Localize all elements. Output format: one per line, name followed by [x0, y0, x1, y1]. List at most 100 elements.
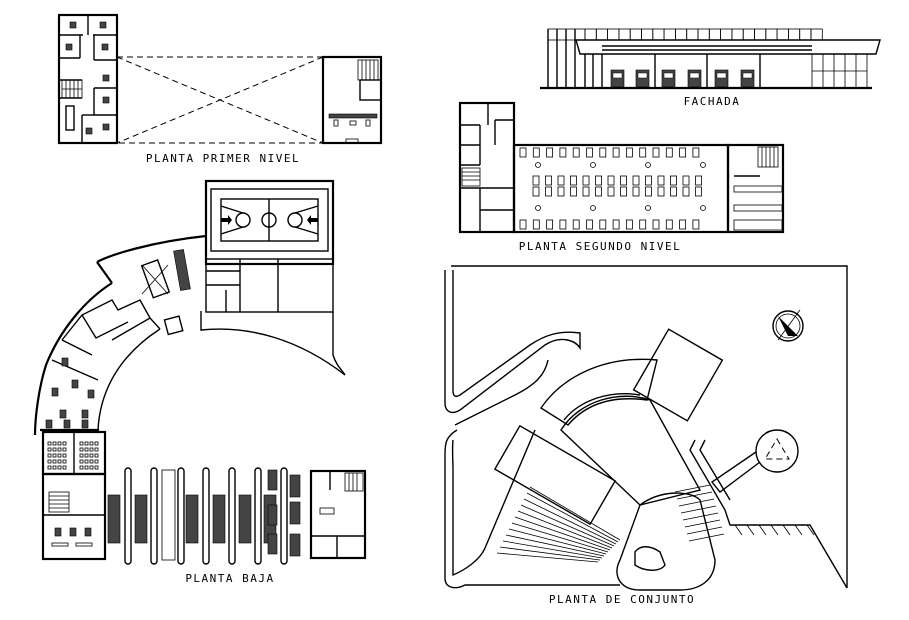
conference-table	[65, 105, 75, 131]
parapet-fin	[776, 28, 789, 41]
bed	[679, 219, 686, 230]
dormitory-block	[493, 424, 617, 526]
bed	[612, 219, 620, 230]
bay-divider	[177, 467, 185, 565]
plan-primer-nivel: PLANTA PRIMER NIVEL	[57, 13, 383, 165]
step-line	[684, 519, 721, 528]
step-line	[678, 498, 715, 507]
dining-table	[54, 527, 62, 537]
bed	[582, 175, 590, 186]
seat	[47, 453, 52, 458]
seat	[47, 441, 52, 446]
seat	[89, 441, 94, 446]
dining-table	[51, 387, 59, 397]
bed	[582, 186, 590, 197]
dining-table	[87, 389, 95, 399]
step-line	[734, 524, 743, 536]
fire-truck-icon	[687, 69, 702, 88]
site-boundary	[451, 265, 848, 588]
step-line	[674, 484, 711, 493]
bed	[599, 219, 607, 230]
fire-truck-icon	[714, 69, 729, 88]
bed	[595, 186, 602, 197]
lockers	[733, 204, 783, 212]
step-line	[496, 552, 599, 563]
desk	[69, 21, 77, 29]
fire-truck-icon	[740, 69, 755, 88]
parapet-fin	[629, 28, 642, 41]
parapet-fin	[708, 28, 721, 41]
bed	[632, 186, 640, 197]
north-arrow-icon	[772, 309, 804, 342]
dining-table	[84, 527, 92, 537]
column	[700, 162, 706, 168]
column	[535, 205, 541, 211]
bed	[586, 219, 593, 230]
dining-table	[81, 419, 89, 429]
basketball-court-icon	[220, 198, 319, 242]
bed	[572, 219, 580, 230]
parapet-fin	[754, 28, 767, 41]
seat	[94, 447, 99, 452]
gymnasium	[204, 179, 335, 266]
desk	[102, 74, 110, 82]
annex-building	[309, 469, 367, 560]
bed	[586, 147, 593, 158]
fire-truck-icon	[173, 249, 191, 291]
fire-truck-icon	[212, 494, 226, 544]
fire-truck-icon	[185, 494, 199, 544]
step-line	[508, 528, 607, 555]
bed	[620, 175, 627, 186]
bed	[632, 175, 640, 186]
seat	[62, 447, 67, 452]
parapet-fin	[765, 28, 778, 41]
plan-segundo-nivel: PLANTA SEGUNDO NIVEL	[458, 101, 785, 253]
seat	[47, 459, 52, 464]
parapet-fin	[799, 28, 812, 41]
dining-table	[61, 357, 69, 367]
bed	[570, 175, 577, 186]
step-line	[758, 524, 767, 536]
bed	[545, 175, 552, 186]
title-planta-baja: PLANTA BAJA	[185, 572, 274, 585]
parapet-fins	[547, 28, 823, 41]
office-block	[458, 101, 516, 234]
bed	[612, 147, 620, 158]
beds	[519, 147, 706, 230]
central-hall	[560, 395, 702, 506]
column	[163, 315, 184, 336]
parapet-fin	[720, 28, 733, 41]
fire-truck-icon	[238, 494, 252, 544]
title-fachada: FACHADA	[684, 95, 741, 108]
bed	[657, 186, 665, 197]
dormitory-hall	[512, 143, 730, 234]
bed	[652, 147, 660, 158]
roundabout	[616, 492, 716, 591]
vehicle-icon	[267, 533, 278, 555]
bed	[695, 186, 702, 197]
step-line	[770, 524, 779, 536]
bay-divider	[280, 467, 288, 565]
bed	[570, 186, 577, 197]
fire-truck-icon	[661, 69, 676, 88]
parapet-fin	[810, 28, 823, 41]
seat	[84, 441, 89, 446]
seat	[89, 453, 94, 458]
bed	[665, 219, 673, 230]
dining-tables	[45, 357, 95, 537]
lockers	[733, 185, 783, 193]
bed	[682, 175, 690, 186]
bed	[620, 186, 627, 197]
fire-trucks-front	[610, 69, 755, 88]
seat	[79, 453, 84, 458]
step-line	[782, 524, 791, 536]
bed	[519, 219, 527, 230]
step-line	[806, 524, 815, 536]
stairs	[48, 491, 70, 513]
bed	[546, 219, 553, 230]
seat	[62, 459, 67, 464]
parapet-fin	[652, 28, 665, 41]
skylight	[140, 259, 171, 299]
bed	[595, 175, 602, 186]
